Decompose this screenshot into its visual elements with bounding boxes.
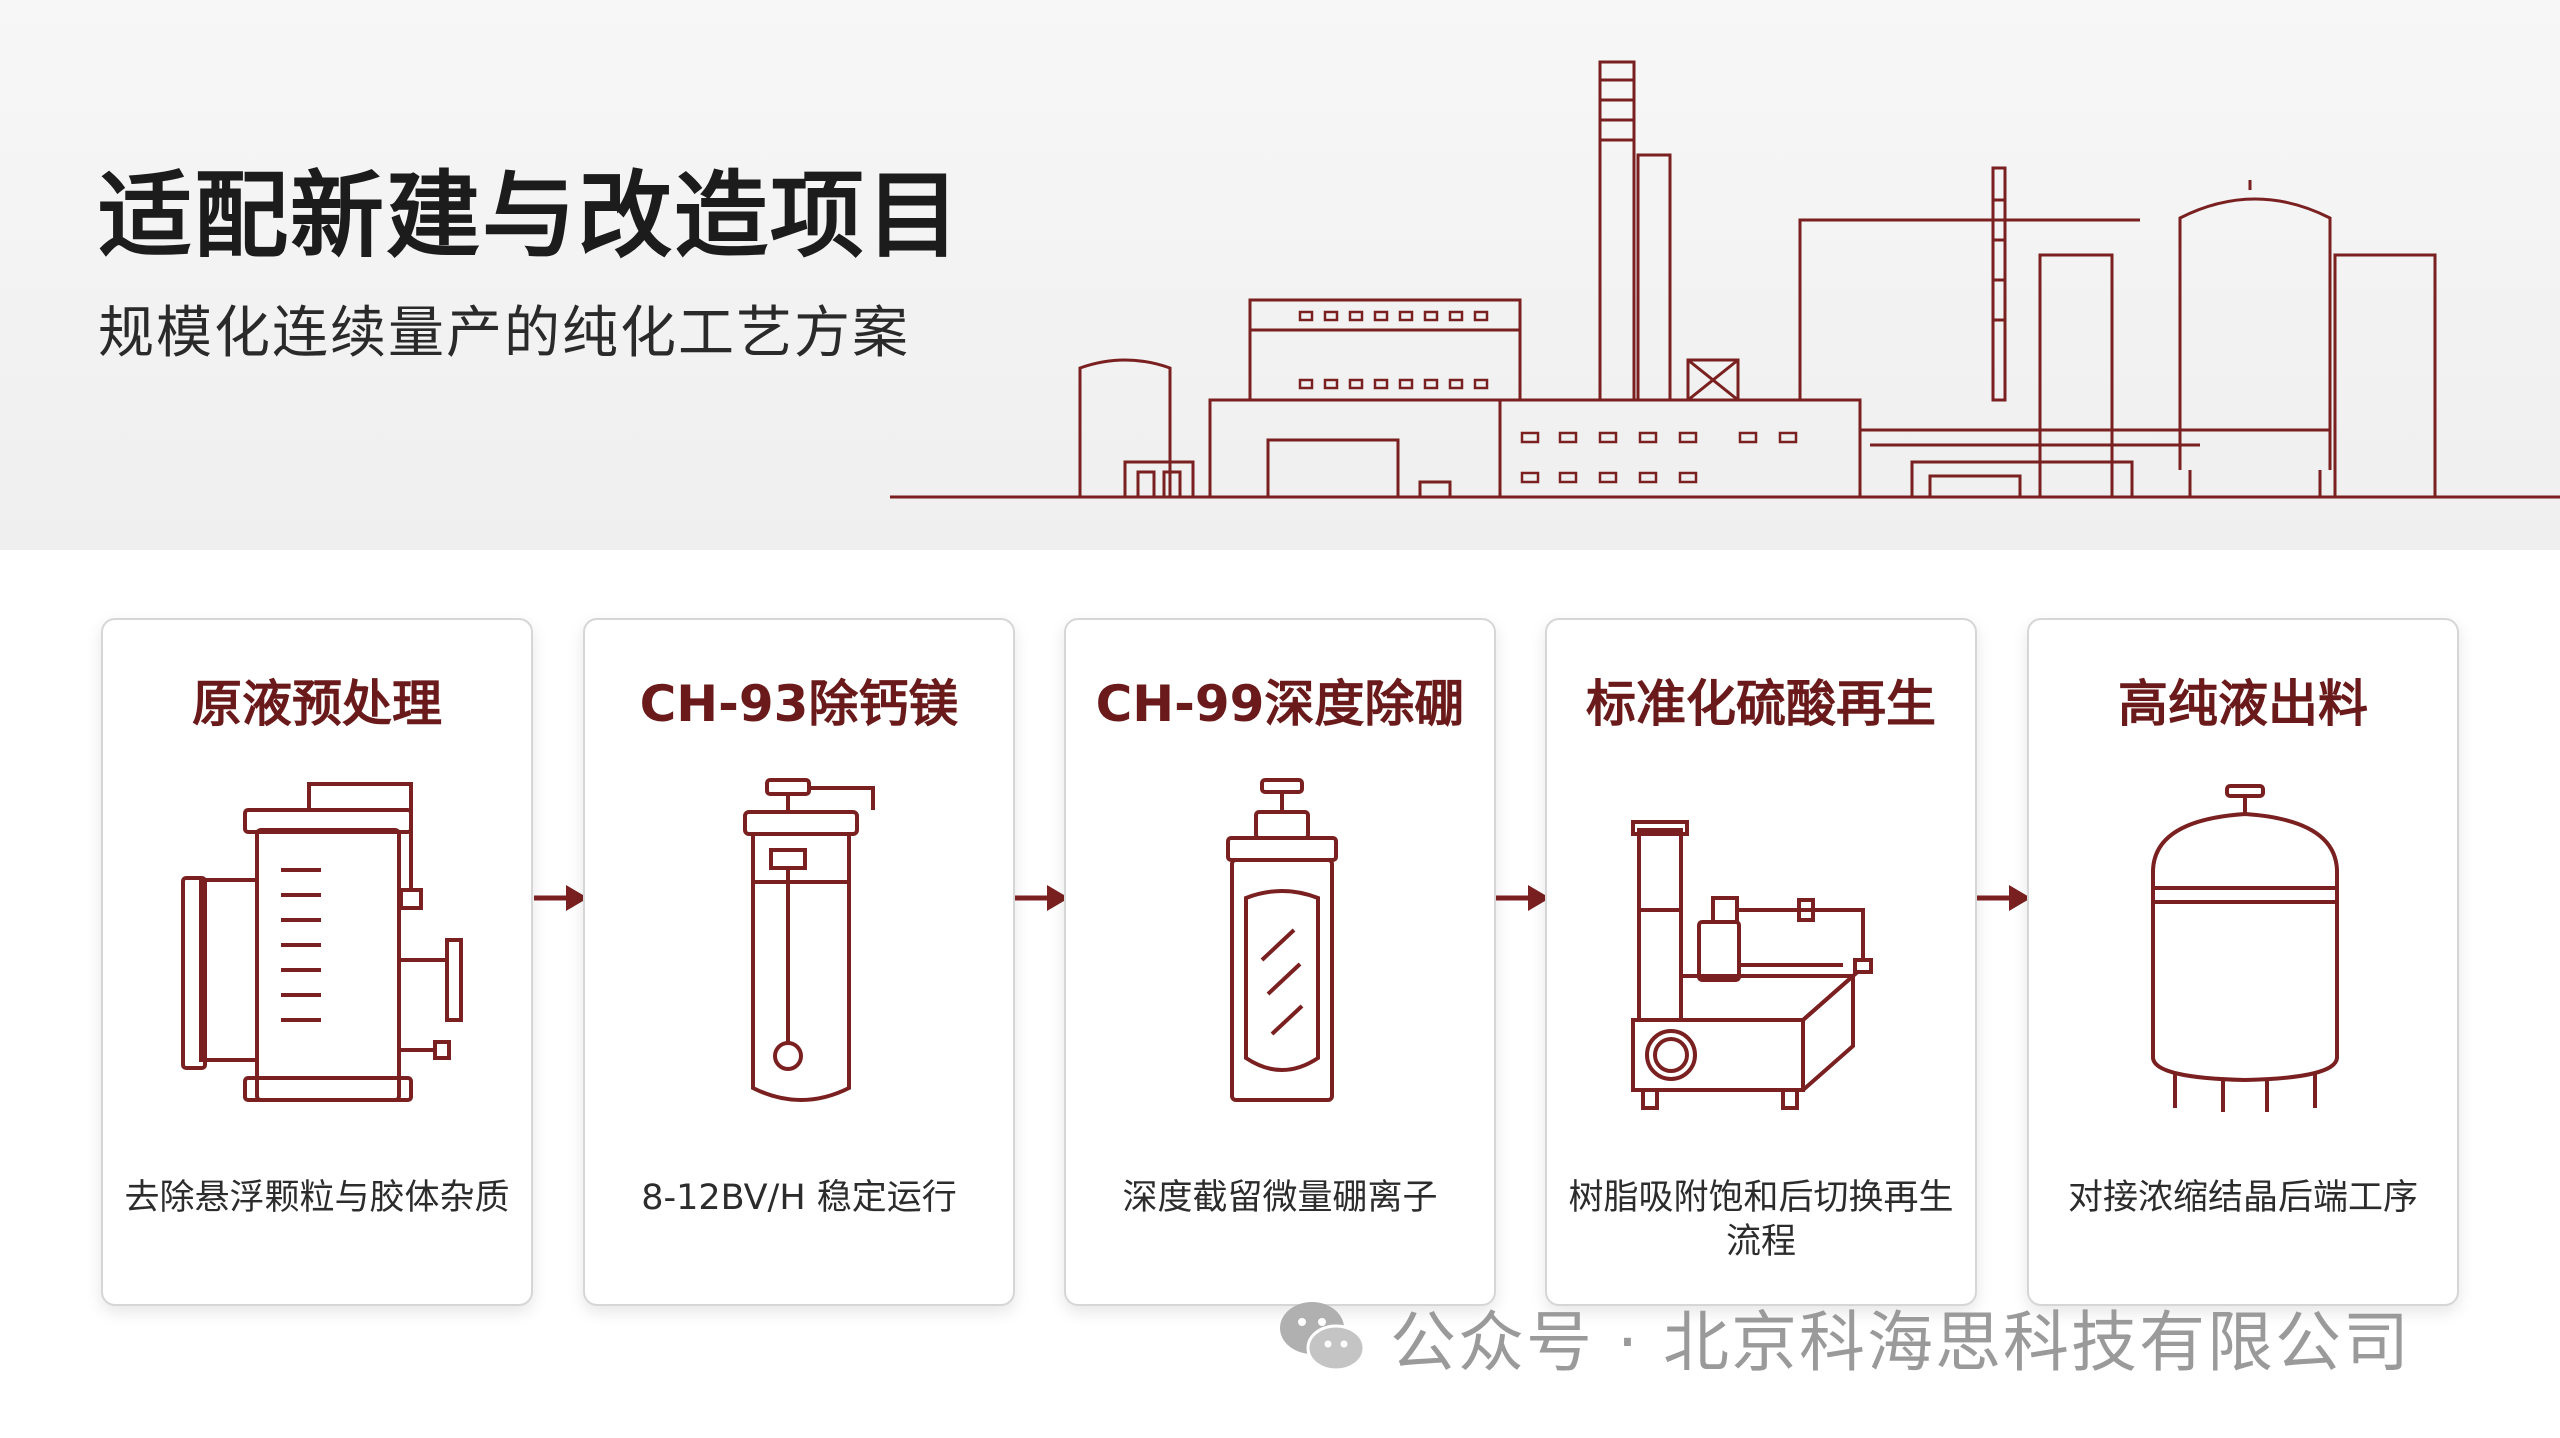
resin-column-icon (1226, 778, 1338, 1102)
pretreatment-tank-icon (181, 782, 463, 1102)
step-description: 去除悬浮颗粒与胶体杂质 (124, 1178, 510, 1218)
step-title: 标准化硫酸再生 (1586, 675, 1936, 733)
step-description: 对接浓缩结晶后端工序 (2067, 1178, 2418, 1218)
step-description: 深度截留微量硼离子 (1122, 1178, 1438, 1218)
page-subtitle: 规模化连续量产的纯化工艺方案 (98, 301, 910, 366)
hero-banner: 适配新建与改造项目 规模化连续量产的纯化工艺方案 (0, 0, 2560, 550)
watermark: 公众号 · 北京科海思科技有限公司 (1276, 1292, 2411, 1382)
step-card-regeneration: 标准化硫酸再生 树脂吸附饱和后切换再生流程 (1545, 618, 1977, 1306)
flow-arrow-icon (1977, 885, 2031, 911)
step-description: 树脂吸附饱和后切换再生流程 (1568, 1178, 1954, 1262)
flow-arrow-icon (534, 885, 588, 911)
storage-tank-icon (2151, 784, 2339, 1112)
step-title: 高纯液出料 (2118, 675, 2368, 733)
step-card-pretreatment: 原液预处理 去除悬浮颗粒与胶体杂质 (101, 618, 533, 1306)
watermark-text: 公众号 · 北京科海思科技有限公司 (1390, 1304, 2411, 1381)
wechat-icon (1280, 1302, 1366, 1372)
step-description: 8-12BV/H 稳定运行 (641, 1178, 957, 1218)
step-card-ch99: CH-99深度除硼 深度截留微量硼离子 (1064, 618, 1496, 1306)
page-title: 适配新建与改造项目 (98, 162, 963, 271)
flow-arrow-icon (1496, 885, 1550, 911)
ion-exchange-column-icon (743, 778, 875, 1102)
regeneration-unit-icon (1631, 820, 1873, 1110)
step-title: CH-93除钙镁 (639, 675, 959, 733)
flow-arrow-icon (1015, 885, 1069, 911)
factory-illustration (890, 60, 2560, 499)
step-card-ch93: CH-93除钙镁 8-12BV/H 稳定运行 (583, 618, 1015, 1306)
step-title: CH-99深度除硼 (1095, 675, 1465, 733)
step-title: 原液预处理 (192, 675, 442, 733)
step-card-output: 高纯液出料 对接浓缩结晶后端工序 (2027, 618, 2459, 1306)
